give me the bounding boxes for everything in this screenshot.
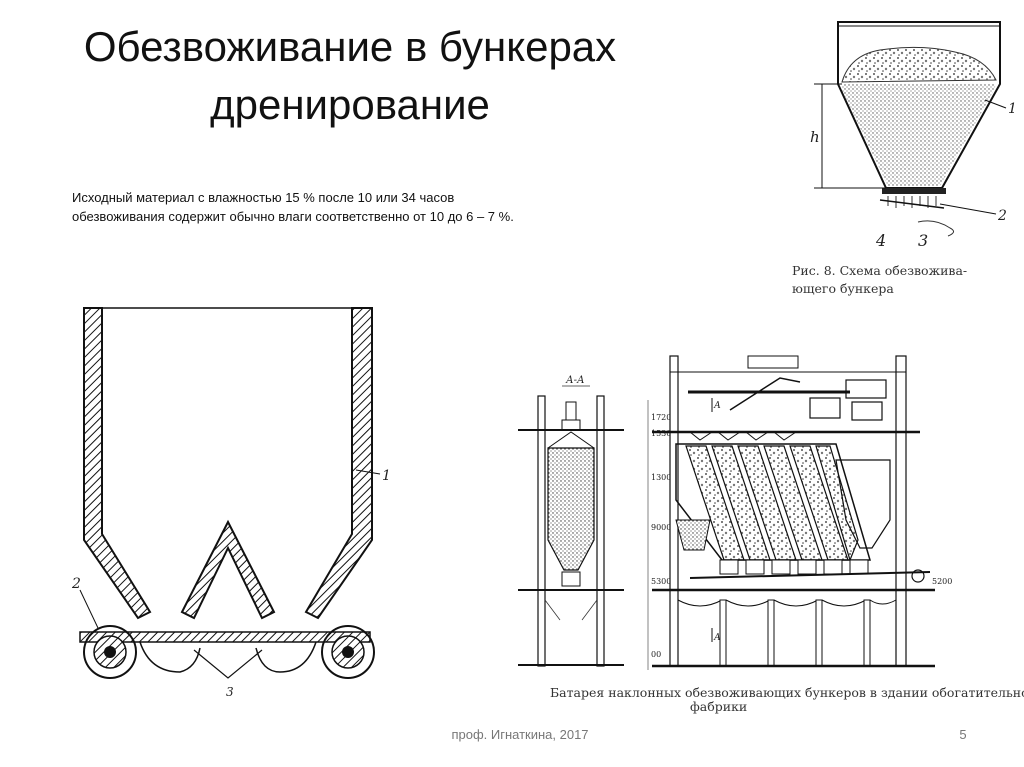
label-1: 1 xyxy=(382,468,391,484)
slide-title-line-1: Обезвоживание в бункерах xyxy=(83,23,617,70)
label-2: 2 xyxy=(997,208,1007,224)
collecting-tray xyxy=(879,199,945,209)
section-label: А-А xyxy=(565,375,585,386)
water-outlet xyxy=(917,220,954,237)
label-3: 3 xyxy=(918,231,928,250)
intro-line-2: обезвоживания содержит обычно влаги соот… xyxy=(72,209,514,224)
label-3: 3 xyxy=(226,685,234,699)
caption-line-2: ющего бункера xyxy=(792,281,894,296)
fine-material xyxy=(842,84,996,186)
figure-inclined-bunker-battery: А-А 17200 15300 13000 xyxy=(518,355,1024,714)
intro-paragraph: Исходный материал с влажностью 15 % посл… xyxy=(72,188,612,226)
label-4: 4 xyxy=(875,231,886,250)
level-5300: 5300 xyxy=(651,577,671,586)
label-h: h xyxy=(810,128,820,146)
battery-caption-line-1: Батарея наклонных обезвоживающих бункеро… xyxy=(550,685,1024,700)
coarse-material xyxy=(841,46,997,83)
page-number: 5 xyxy=(959,727,967,742)
level-5200: 5200 xyxy=(932,577,952,586)
level-17200: 17200 xyxy=(651,413,676,422)
intro-line-1: Исходный материал с влажностью 15 % посл… xyxy=(72,190,455,205)
label-1: 1 xyxy=(1008,101,1017,117)
level-9000: 9000 xyxy=(651,523,671,532)
left-wall xyxy=(83,307,152,620)
central-divider xyxy=(180,519,276,620)
caption-line-1: Рис. 8. Схема обезвожива- xyxy=(792,263,967,278)
cut-label-top: А xyxy=(713,401,721,411)
level-00: 00 xyxy=(651,650,661,659)
right-drain-pipe xyxy=(321,625,375,679)
label-2: 2 xyxy=(71,576,81,592)
right-wall xyxy=(304,307,373,620)
footer-author: проф. Игнаткина, 2017 xyxy=(451,727,589,742)
level-13000: 13000 xyxy=(651,473,676,482)
figure-dewatering-bunker: h 1 2 3 4 Рис. 8. Схема обезвожива- ющег… xyxy=(792,21,1017,296)
battery-caption-line-2: фабрики xyxy=(690,699,747,714)
drainage-grate xyxy=(882,188,946,194)
level-marks: 17200 15300 13000 9000 5300 00 5200 xyxy=(647,400,952,670)
main-elevation: А А xyxy=(652,355,935,668)
figure-twin-outlet-bunker: 1 2 3 xyxy=(71,307,391,699)
cut-label-bottom: А xyxy=(713,633,721,643)
left-drain-pipe xyxy=(83,625,137,679)
slide-title-line-2: дренирование xyxy=(210,81,490,128)
section-a-a: А-А xyxy=(518,375,624,667)
level-15300: 15300 xyxy=(651,429,676,438)
slide-title: Обезвоживание в бункерах дренирование xyxy=(0,18,700,134)
